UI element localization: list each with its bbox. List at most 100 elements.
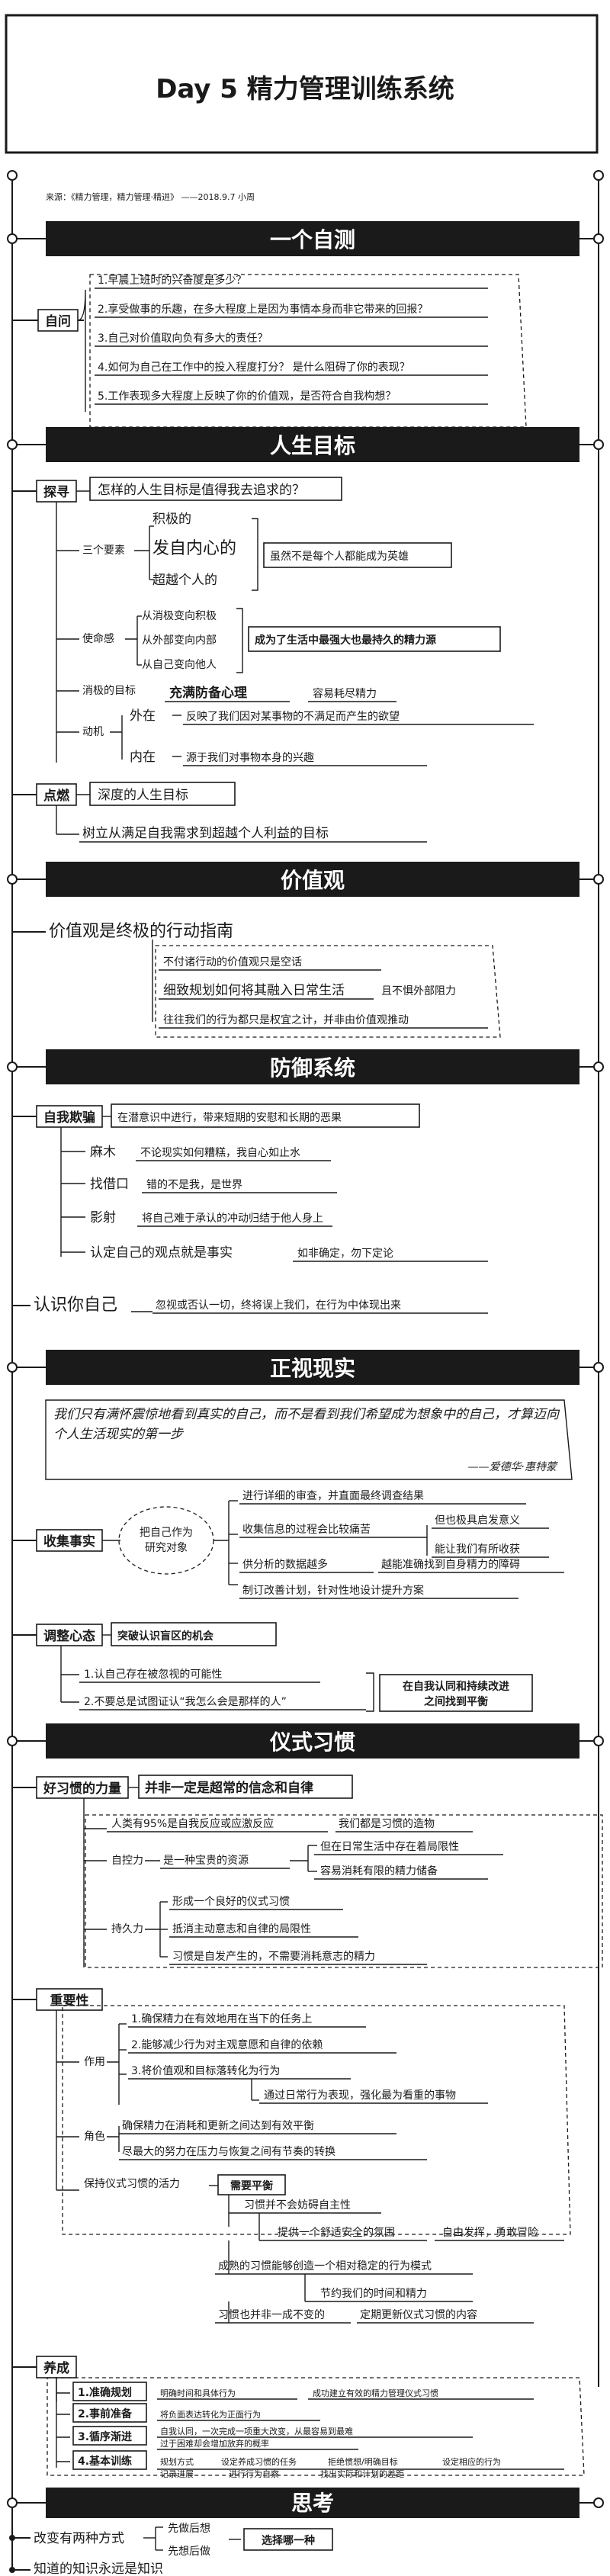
motive-external: 外在 (130, 708, 156, 724)
habit-point-note: 习惯是自发产生的，不需要消耗意志的精力 (172, 1950, 375, 1963)
ignite-tag: 点燃 (43, 788, 70, 804)
good-habit-lead: 并非一定是超常的信念和自律 (145, 1780, 313, 1796)
think-choose-box (243, 2528, 333, 2551)
defense-reaction-note: 不论现实如何糟糕，我自心如止水 (140, 1147, 300, 1159)
need-balance: 需要平衡 (230, 2179, 273, 2192)
motive-external-note: 反映了我们因对某事物的不满足而产生的欲望 (186, 711, 400, 723)
cultivate-note: 明确时间和具体行为 (160, 2388, 236, 2398)
connector (107, 2024, 120, 2105)
explore-question-box (89, 477, 342, 501)
mission-item: 从消极变向积极 (142, 610, 217, 622)
self-study-label: 把自己作为 (140, 1527, 193, 1539)
habit-point-note: 容易消耗有限的精力储备 (320, 1865, 438, 1877)
section-face-reality-header-dot-left (7, 1362, 18, 1373)
motive-internal: 内在 (130, 750, 156, 765)
section-defense-header-dot-left (7, 1062, 18, 1072)
cultivate-step-box (72, 2426, 147, 2446)
mission-item: 从自己变向他人 (142, 659, 217, 671)
section-life-goal-header-bar (46, 427, 580, 462)
explore-tag: 探寻 (43, 484, 69, 500)
think-choose: 选择哪一种 (262, 2534, 315, 2547)
section-self-test-header: 一个自测 (270, 227, 355, 252)
balance-box (217, 2174, 286, 2195)
keep-item: 习惯并不会妨碍自主性 (244, 2199, 351, 2211)
connector (290, 1845, 309, 1871)
spine-start-dot (7, 170, 18, 181)
habit-point-note: 我们都是习惯的造物 (339, 1817, 435, 1830)
importance-dashed-frame (62, 2005, 571, 2235)
reality-quote: 我们只有满怀震惊地看到真实的自己，而不是看到我们希望成为想象中的自己，才算迈向个… (53, 1407, 559, 1442)
self-ask-question: 1.早晨上班时的兴奋度是多少？ (98, 274, 246, 287)
defense-reaction: 认定自己的观点就是事实 (90, 1245, 233, 1261)
spine-right-dot (593, 170, 604, 181)
cultivate-step-box (72, 2382, 147, 2401)
importance-tag-box (36, 1988, 103, 2011)
section-ritual-header-dot-left (7, 1736, 18, 1746)
habit-point: 是一种宝贵的资源 (163, 1855, 249, 1867)
deep-goal-box (89, 782, 236, 806)
keep-item: 提供一个舒适安全的氛围 (278, 2226, 395, 2239)
values-item: 不付诸行动的价值观只是空话 (163, 956, 302, 968)
adjust-mindset: 突破认识盲区的机会 (117, 1630, 214, 1643)
think-node (9, 2535, 15, 2541)
section-defense-header: 防御系统 (270, 1055, 355, 1081)
good-habit-lead-box (138, 1775, 353, 1799)
section-values-header: 价值观 (281, 868, 345, 893)
self-study-ellipse (118, 1506, 214, 1575)
connector (421, 1525, 428, 1556)
think-item-2: 知道的知识永远是知识 (34, 2562, 163, 2576)
defense-reaction-note: 将自己难于承认的冲动归结于他人身上 (142, 1212, 323, 1225)
self-ask-tag: 自问 (45, 313, 71, 329)
keep-item-note: 定期更新仪式习惯的内容 (360, 2308, 477, 2321)
cultivate-note: 规划方式 (160, 2456, 194, 2467)
section-defense-header-bar (46, 1049, 580, 1084)
collect-facts-tag-box (36, 1529, 103, 1552)
cultivate-step: 2.事前准备 (78, 2407, 133, 2420)
habit-point-note: 形成一个良好的仪式习惯 (172, 1895, 290, 1908)
think-node (9, 2567, 15, 2573)
good-habit-tag: 好习惯的力量 (43, 1781, 121, 1797)
fact-item: 制订改善计划，针对性地设计提升方案 (242, 1584, 424, 1597)
cultivate-tag-box (36, 2356, 77, 2378)
three-elements-note-box (263, 542, 452, 568)
self-ask-bracket (77, 289, 86, 412)
self-deception-lead: 在潜意识中进行，带来短期的安慰和长期的恶果 (117, 1111, 342, 1124)
section-life-goal-header-dot-left (7, 439, 18, 450)
section-ritual-header: 仪式习惯 (269, 1730, 355, 1755)
quote-author: ——爱德华·惠特蒙 (468, 1461, 558, 1473)
section-face-reality-header: 正视现实 (270, 1356, 355, 1381)
fact-item-note: 但也极具启发意义 (435, 1514, 520, 1527)
section-values-header-bar (46, 862, 580, 897)
negative-goal-label: 消极的目标 (82, 685, 136, 697)
mission-label: 使命感 (82, 632, 114, 645)
mission-note-box (248, 626, 501, 652)
explore-question: 怎样的人生目标是值得我去追求的？ (98, 483, 305, 498)
think-dot-right (593, 2497, 604, 2508)
values-item: 细致规划如何将其融入日常生活 (163, 983, 345, 998)
source-note: 来源：《精力管理，精力管理·精进》 ——2018.9.7 小周 (46, 191, 255, 202)
use-item: 1.确保精力在有效地用在当下的任务上 (131, 2013, 312, 2025)
deep-goal-note: 树立从满足自我需求到超越个人利益的目标 (82, 826, 329, 841)
defense-reaction: 麻木 (90, 1145, 116, 1160)
deep-goal: 深度的人生目标 (98, 788, 188, 803)
section-think-header-bar (46, 2488, 580, 2518)
good-habit-dashed-frame (85, 1814, 603, 1968)
cultivate-step-box (72, 2403, 147, 2423)
section-values-header-dot-left (7, 874, 18, 885)
element-beyond: 超越个人的 (152, 573, 217, 588)
keep-item: 习惯也并非一成不变的 (218, 2308, 325, 2321)
values-item: 往往我们的行为都只是权宜之计，并非由价值观推动 (163, 1014, 409, 1026)
self-deception-lead-box (111, 1103, 420, 1128)
cultivate-step: 3.循序渐进 (78, 2430, 132, 2443)
self-deception-tag: 自我欺骗 (43, 1110, 95, 1126)
importance-use: 作用 (84, 2056, 105, 2068)
importance-role: 角色 (84, 2130, 105, 2143)
cultivate-note: 将负面表达转化为正面行为 (160, 2409, 261, 2420)
title-frame (5, 14, 599, 154)
cultivate-note: 自我认同，一次完成一项重大改变，从最容易到最难 (160, 2426, 353, 2436)
keep-item: 节约我们的时间和精力 (320, 2288, 427, 2300)
use-item: 2.能够减少行为对主观意愿和自律的依赖 (131, 2038, 323, 2051)
element-positive: 积极的 (152, 512, 191, 527)
adjust-item: 1.认自己存在被忽视的可能性 (84, 1669, 222, 1681)
cultivate-tag: 养成 (43, 2360, 69, 2376)
